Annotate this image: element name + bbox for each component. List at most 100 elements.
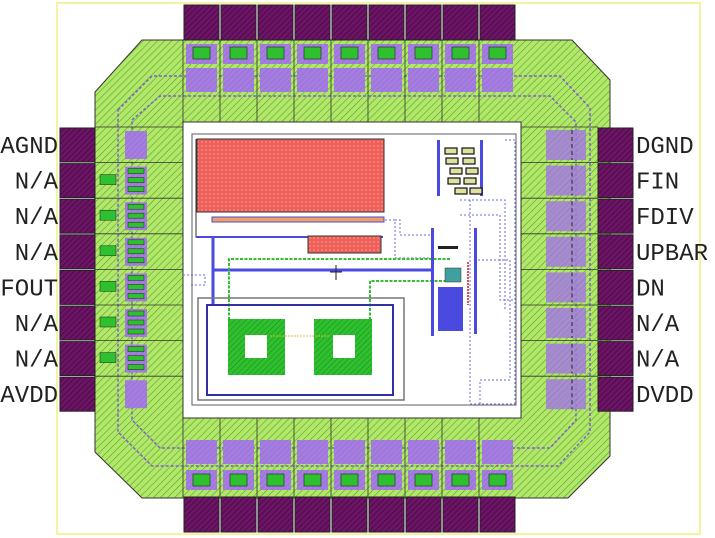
top-io-device [451,46,470,60]
logic-gate [462,157,476,165]
logic-gate [465,167,479,175]
right-io-cell [546,201,586,232]
logic-gate [469,187,483,195]
origin-cross [330,265,342,280]
bottom-bond-pad [294,496,331,533]
left-pin-label: N/A [15,348,59,375]
left-bond-pad [59,127,96,163]
left-bond-pad [59,305,96,341]
left-io-device [127,275,145,281]
left-io-cell [125,380,147,409]
bottom-bond-pad [183,496,220,533]
bottom-io-cell [445,440,476,464]
bottom-io-device [192,473,211,487]
left-pin-label: AVDD [0,383,58,410]
top-bond-pad [220,4,257,41]
left-io-device [127,203,145,210]
top-io-device [192,46,211,60]
left-io-device [127,248,145,255]
right-pin-label: UPBAR [636,241,708,268]
bottom-bond-pad [368,496,405,533]
right-bond-pad [597,341,634,377]
left-io-device [127,186,145,192]
bottom-bond-pad [331,496,368,533]
left-io-device [127,293,145,299]
right-bond-pad [597,127,634,163]
top-bond-pad [257,4,294,41]
left-io-device [127,221,145,228]
right-bond-pad [597,376,634,412]
top-bond-pad [479,4,516,41]
left-bond-pad [59,198,96,234]
top-bond-pad [294,4,331,41]
logic-gate [444,147,458,155]
logic-rail-right [480,140,483,196]
top-io-device [377,46,396,60]
right-io-cell [546,272,586,303]
left-io-device [99,174,117,185]
capacitor-block [438,287,463,331]
inductor-lead-1 [228,258,450,320]
chip-boundary [56,2,701,535]
left-io-device [127,177,145,183]
logic-gate [454,187,468,195]
inductor-lead-2 [369,280,450,320]
top-bond-pad [442,4,479,41]
logic-gate [449,167,463,175]
small-resistor [307,235,382,254]
left-io-device [127,310,145,317]
left-io-device [127,364,145,370]
left-pin-label: AGND [0,134,58,161]
right-io-cell [546,308,586,338]
bottom-bond-pad [442,496,479,533]
left-io-device [99,316,117,328]
bottom-io-cell [297,440,328,464]
left-io-device [99,352,117,363]
right-io-cell [546,236,586,267]
left-bond-pad [59,163,96,199]
bottom-io-cell [260,440,291,464]
core-outline [191,133,517,406]
resistor-strip [211,216,385,223]
right-io-cell [546,379,586,410]
power-ring-inner [131,95,577,449]
top-io-device [488,46,507,60]
bottom-bond-pad [479,496,516,533]
bottom-io-device [229,473,248,487]
right-bond-pad [597,198,634,234]
io-cells [95,40,598,497]
top-io-cell [297,68,328,92]
bond-pads [59,4,634,533]
left-pin-label: N/A [15,241,59,268]
inductor-frame [206,304,394,396]
top-io-cell [371,68,402,92]
bottom-io-device [488,473,507,487]
bottom-io-cell [223,440,254,464]
left-bond-pad [59,269,96,305]
left-io-device [127,319,145,326]
logic-gate [445,157,459,165]
top-io-cell [445,68,476,92]
bottom-bond-pad [257,496,294,533]
left-io-device [127,346,145,352]
top-bond-pad [405,4,442,41]
top-io-cell [186,68,217,92]
logic-cells [444,147,483,195]
top-io-cell [482,68,513,92]
right-io-cell [546,165,586,196]
logic-rail-left [437,140,440,196]
right-pin-label: FDIV [636,205,694,232]
left-io-device [99,281,117,292]
bottom-io-device [340,473,359,487]
top-bond-pad [331,4,368,41]
driver-rail-left [431,228,434,336]
right-io-cell [546,130,586,160]
bottom-io-cell [186,440,217,464]
top-io-cell [260,68,291,92]
logic-gate [463,177,477,185]
driver-gate [438,246,458,249]
right-bond-pad [597,305,634,341]
top-io-device [303,46,322,60]
